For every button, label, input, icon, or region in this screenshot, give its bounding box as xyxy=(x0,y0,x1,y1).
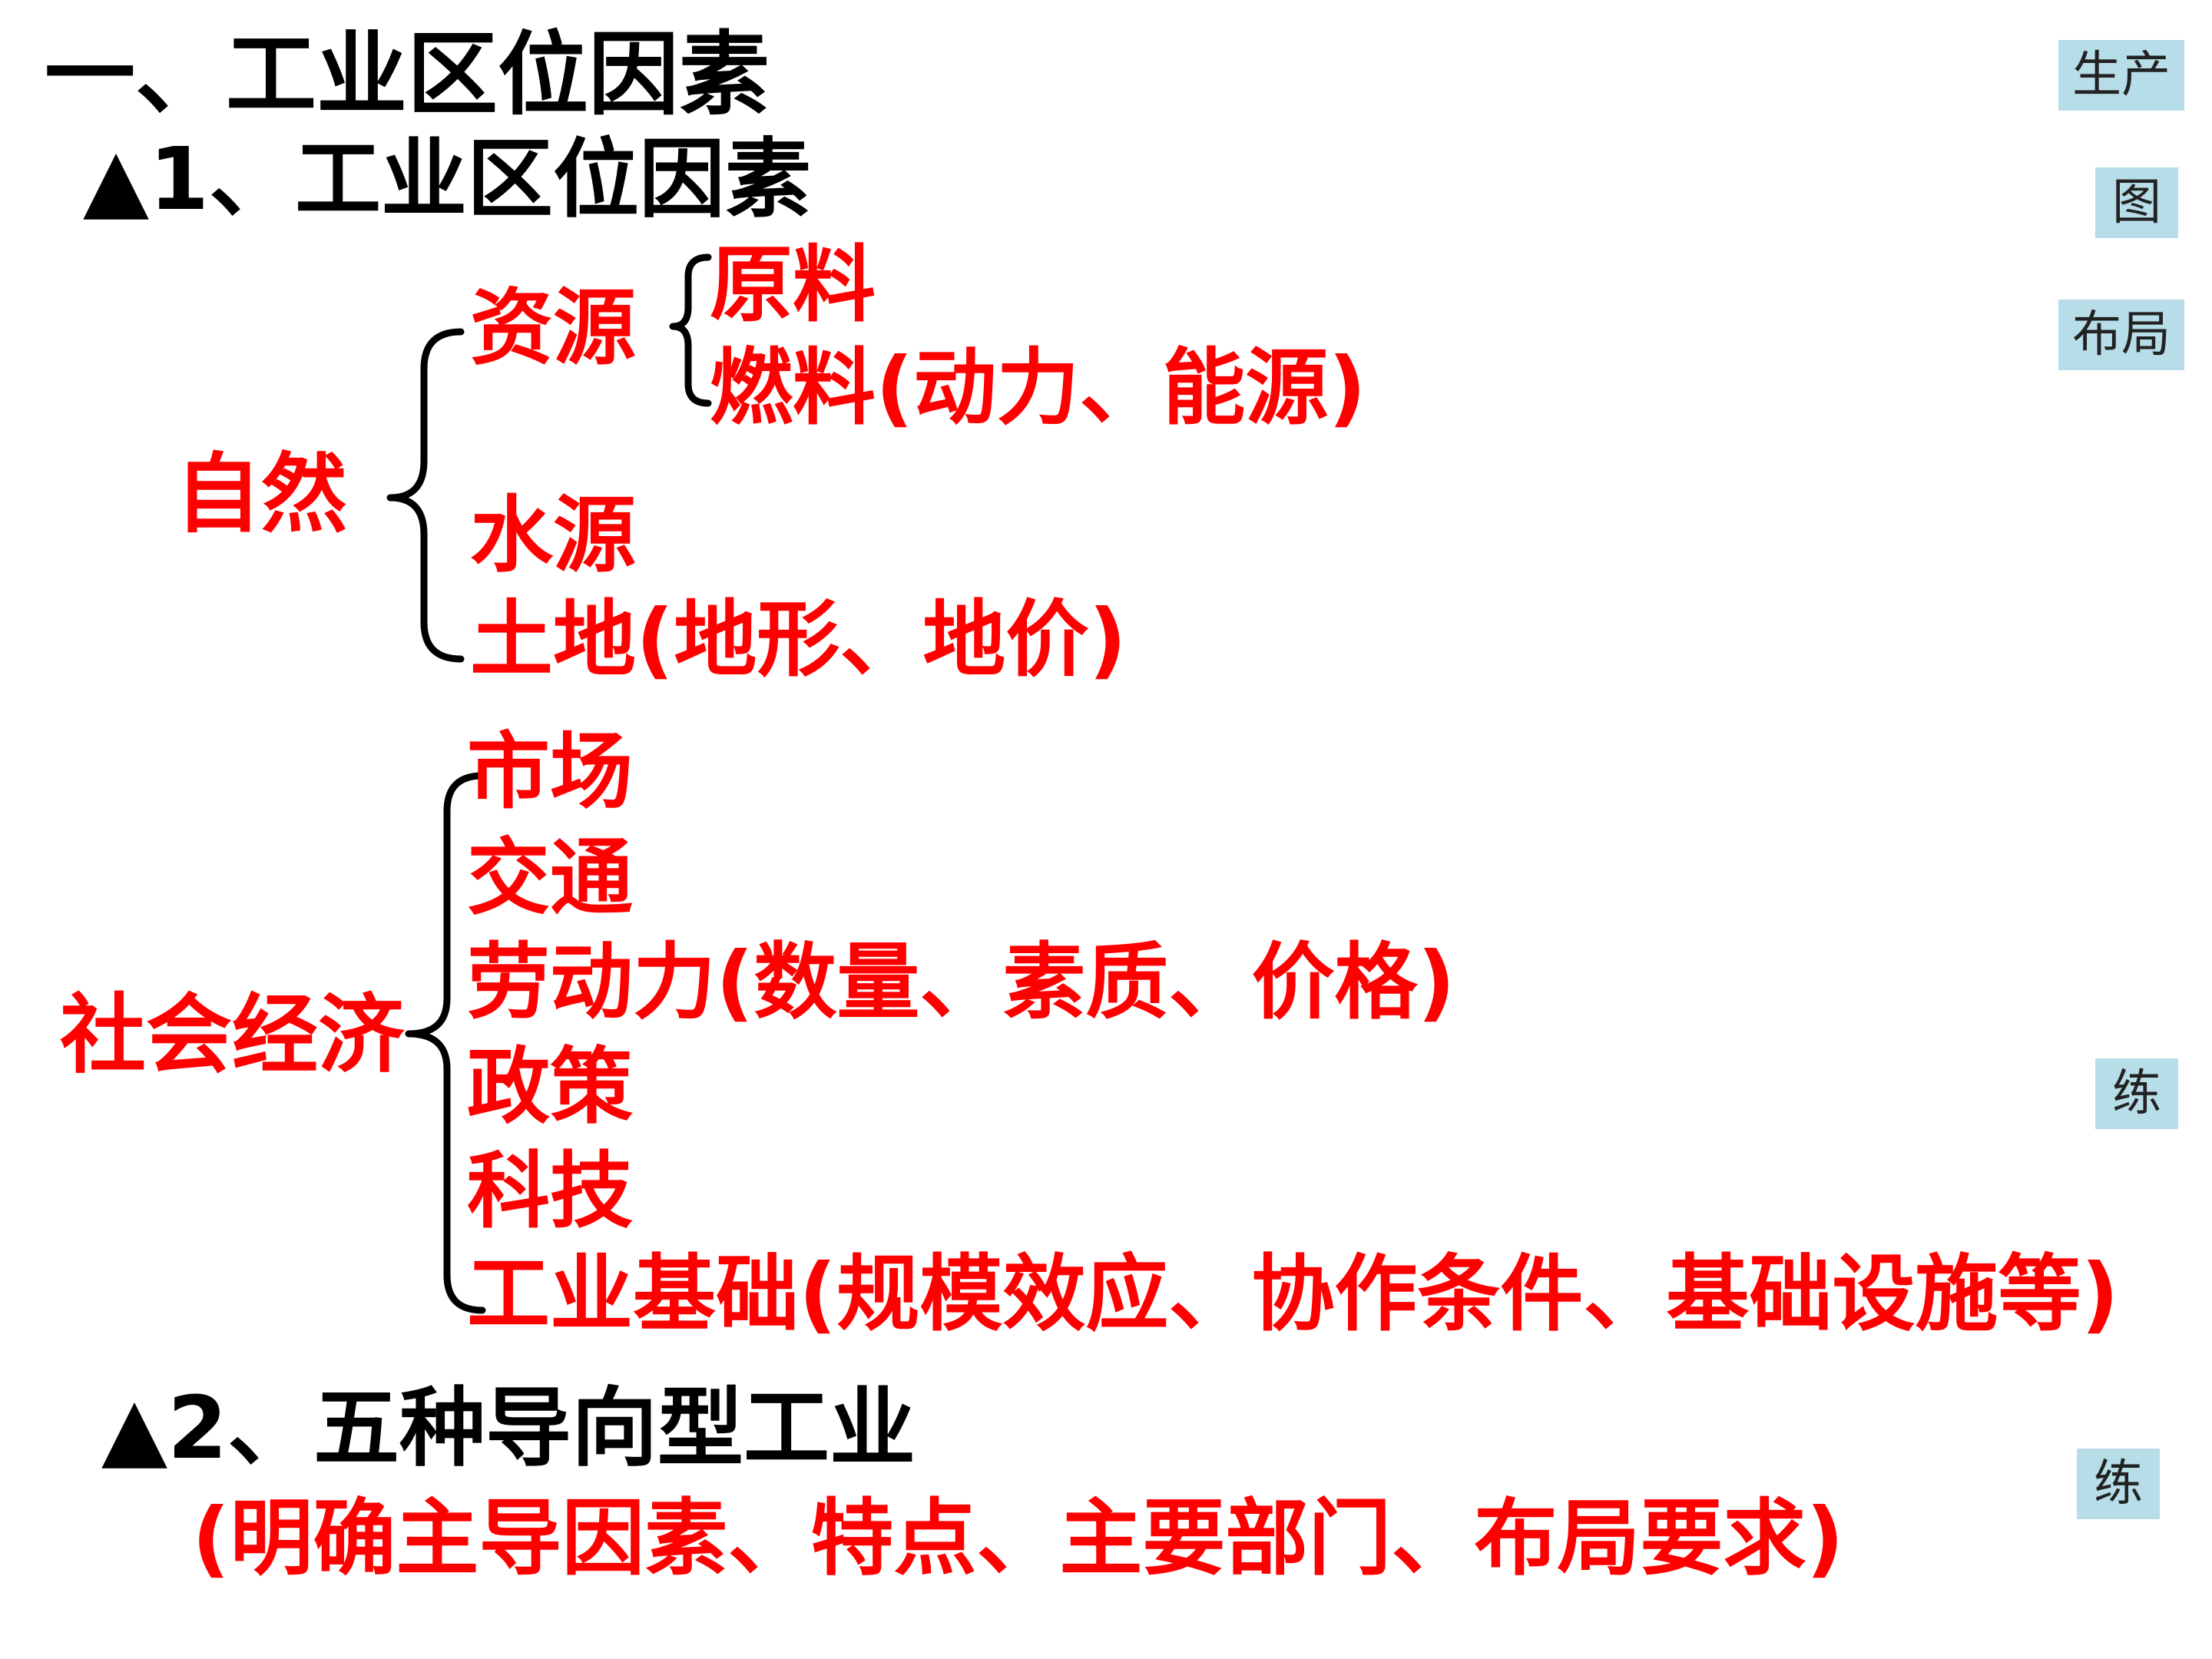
resource-fuel: 燃料(动力、能源) xyxy=(710,340,1366,436)
link-button-practice-2[interactable]: 练 xyxy=(2077,1449,2160,1519)
social-item-labor: 劳动力(数量、素质、价格) xyxy=(467,935,1455,1031)
resource-raw-material: 原料 xyxy=(710,237,876,333)
resources-label: 资源 xyxy=(470,280,637,376)
social-item-industrial-base: 工业基础(规模效应、协作条件、基础设施等) xyxy=(467,1247,2119,1343)
social-item-transport: 交通 xyxy=(467,830,634,926)
section-2-subtitle: (明确主导因素、特点、主要部门、布局要求) xyxy=(192,1491,1844,1587)
natural-label: 自然 xyxy=(175,445,347,545)
social-item-technology: 科技 xyxy=(467,1144,634,1240)
natural-item-land: 土地(地形、地价) xyxy=(470,592,1127,688)
link-button-map[interactable]: 图 xyxy=(2095,167,2178,238)
link-button-production[interactable]: 生产 xyxy=(2058,40,2184,111)
section-1-heading: ▲1、工业区位因素 xyxy=(83,130,812,230)
social-label: 社会经济 xyxy=(60,985,404,1085)
natural-item-water: 水源 xyxy=(470,488,637,584)
social-item-market: 市场 xyxy=(467,724,634,820)
social-brace xyxy=(405,772,486,1314)
link-button-practice-1[interactable]: 练 xyxy=(2095,1058,2178,1129)
page-title: 一、工业区位因素 xyxy=(45,22,770,127)
resources-brace xyxy=(669,253,712,407)
link-button-layout[interactable]: 布局 xyxy=(2058,300,2184,370)
section-2-heading: ▲2、五种导向型工业 xyxy=(101,1379,916,1479)
social-item-policy: 政策 xyxy=(467,1039,634,1135)
natural-brace xyxy=(386,328,465,663)
